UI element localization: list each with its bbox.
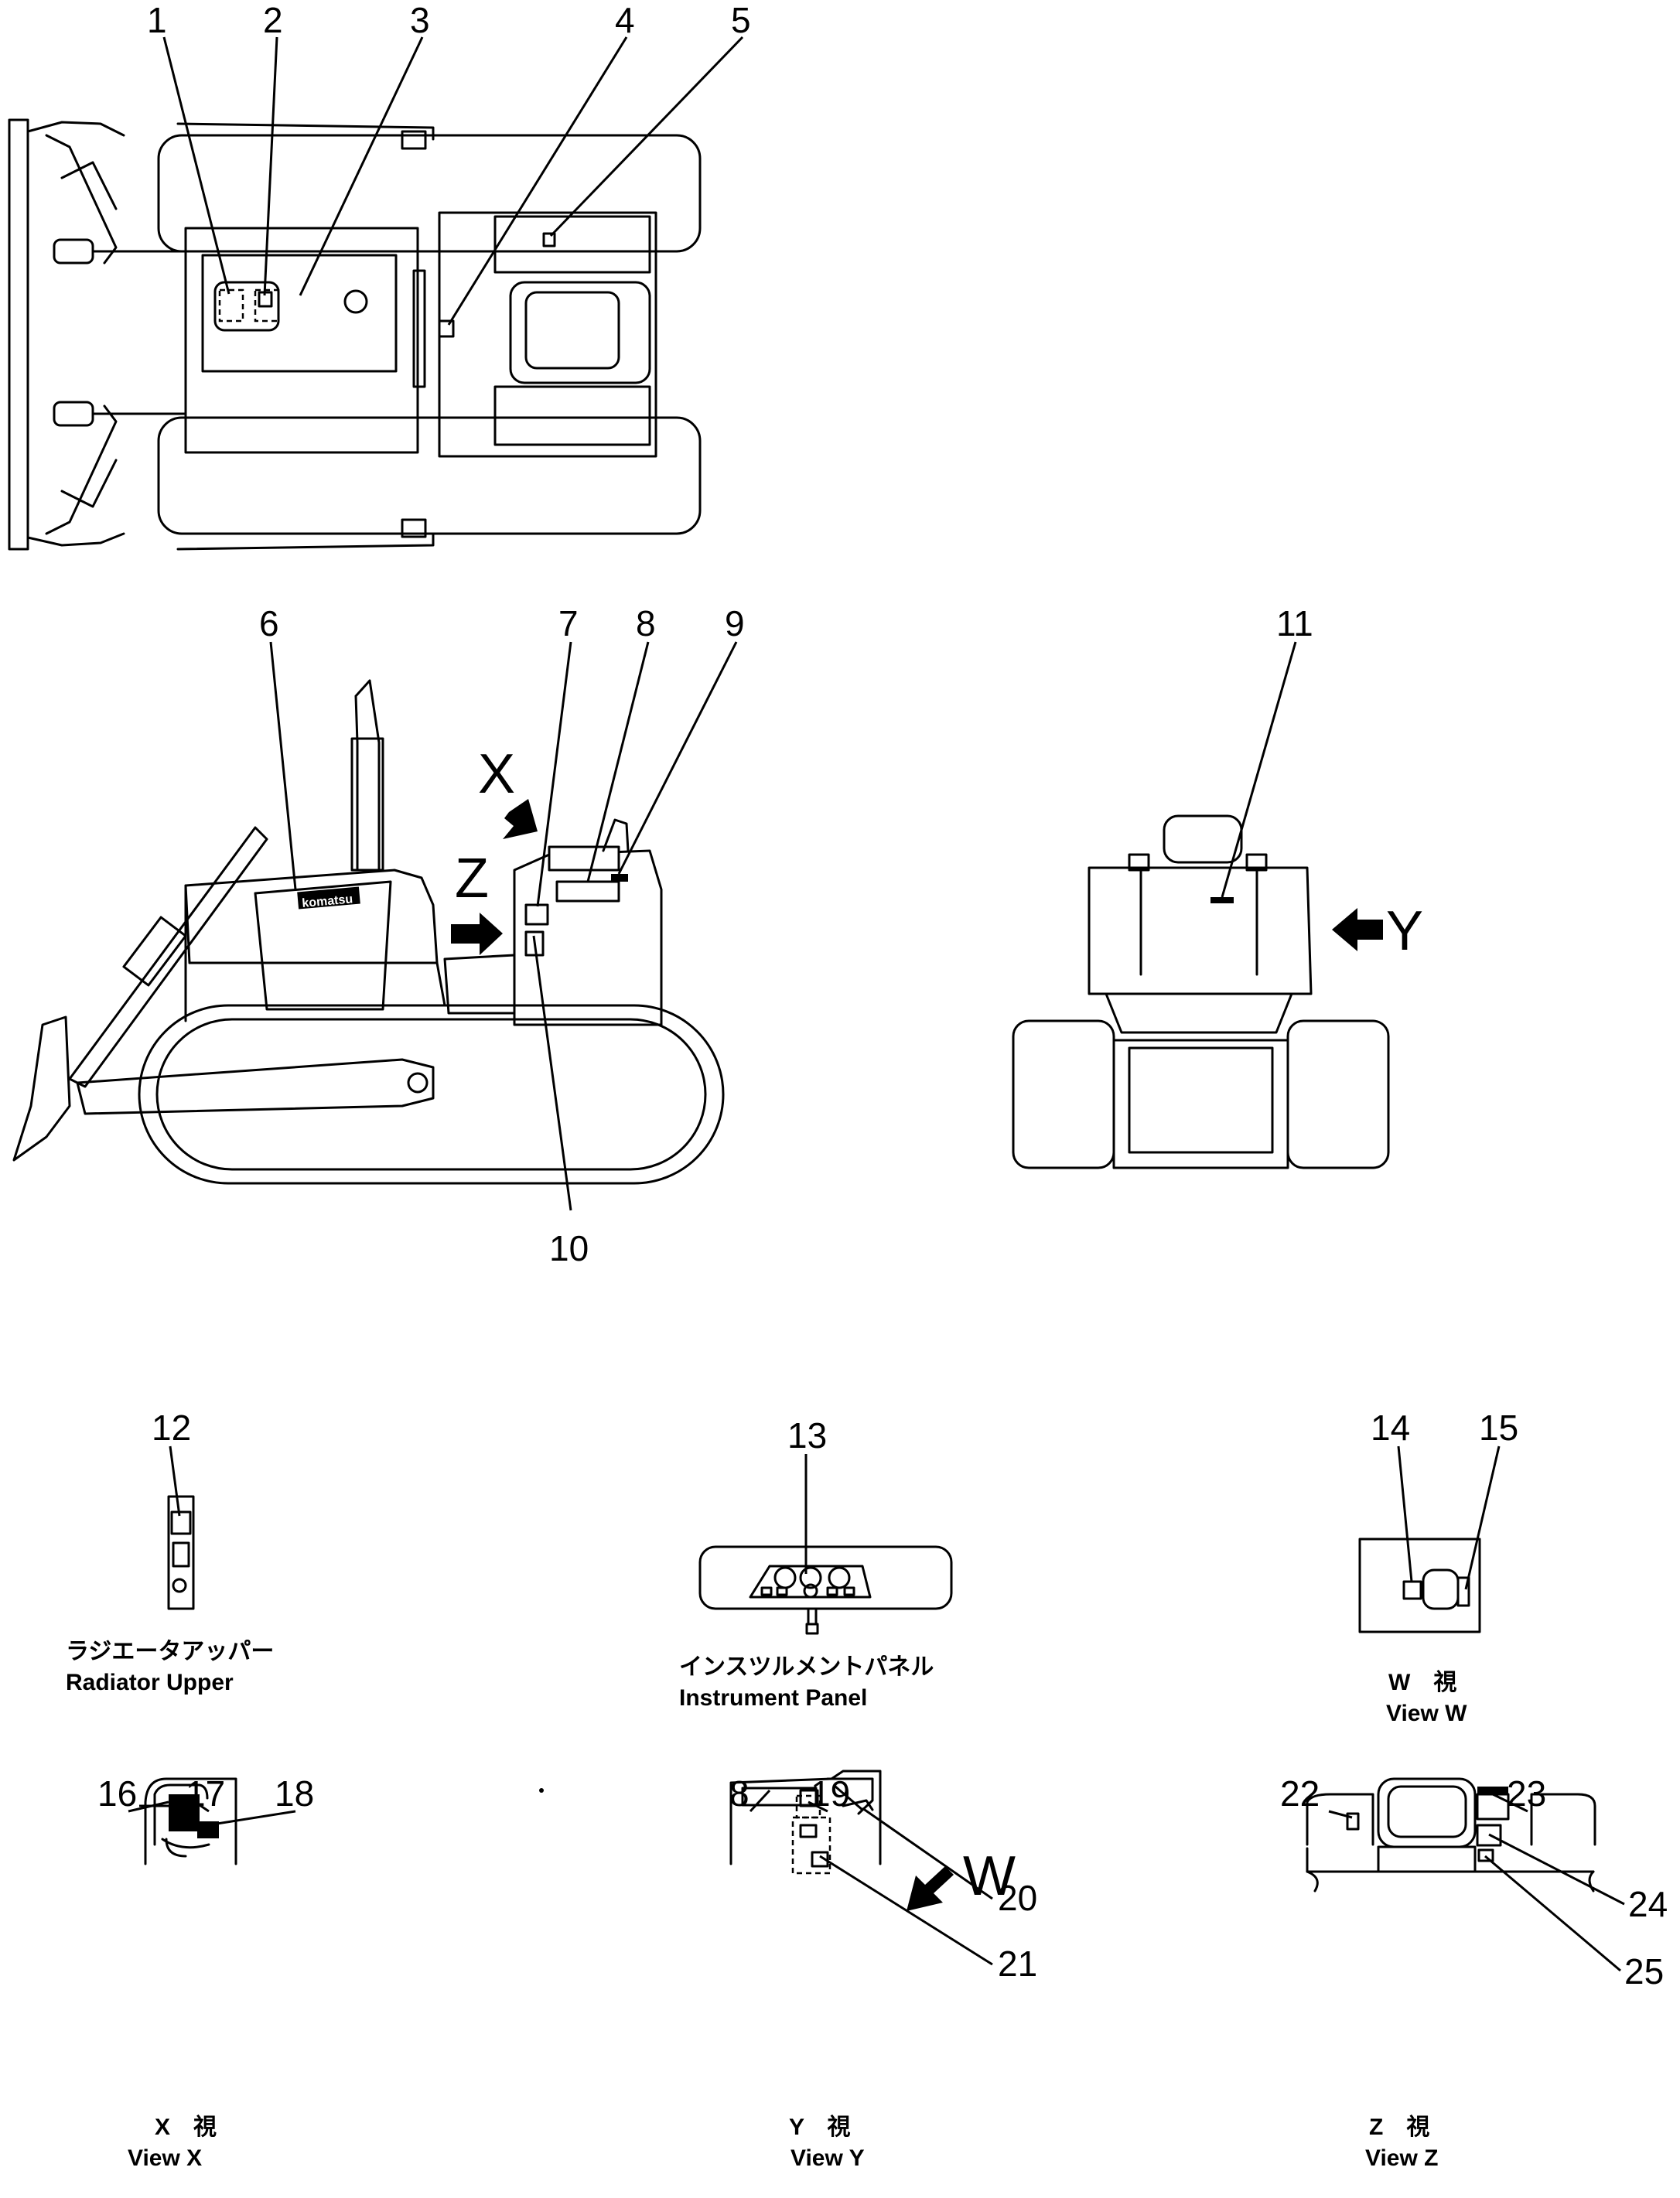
- leader-lines: [128, 36, 1625, 1972]
- callout-11: 11: [1276, 603, 1313, 643]
- callout-12: 12: [152, 1408, 191, 1448]
- callout-8b: 8: [729, 1773, 750, 1814]
- callout-10: 10: [549, 1228, 589, 1268]
- callout-2: 2: [263, 0, 283, 40]
- view-z-detail: [1306, 1777, 1596, 1893]
- arrow-z-icon: [451, 913, 503, 955]
- view-y-detail: [729, 1770, 882, 1875]
- callout-3: 3: [410, 0, 430, 40]
- caption-view-y-ja: Y 視: [789, 2114, 850, 2140]
- radiator-upper-detail: [167, 1495, 195, 1610]
- view-letter-y: Y: [1386, 900, 1423, 962]
- callout-17: 17: [186, 1773, 225, 1814]
- callout-5: 5: [731, 0, 751, 40]
- caption-view-w-ja: W 視: [1388, 1670, 1456, 1695]
- caption-instrument-panel-en: Instrument Panel: [679, 1685, 867, 1711]
- caption-view-w-en: View W: [1386, 1701, 1467, 1726]
- callout-20: 20: [998, 1878, 1037, 1918]
- caption-radiator-upper-ja: ラジエータアッパー: [66, 1639, 274, 1664]
- callout-9: 9: [725, 603, 745, 643]
- callout-16: 16: [97, 1773, 137, 1814]
- side-view-bulldozer: komatsu: [12, 679, 725, 1185]
- arrow-w-icon: [907, 1866, 954, 1911]
- callout-24: 24: [1628, 1884, 1668, 1924]
- scan-speck: [539, 1788, 544, 1793]
- view-letter-z: Z: [455, 848, 489, 910]
- callout-25: 25: [1624, 1951, 1664, 1992]
- callout-13: 13: [787, 1415, 827, 1456]
- arrow-x-icon: [503, 799, 538, 839]
- caption-instrument-panel-ja: インスツルメントパネル: [679, 1654, 934, 1680]
- caption-view-z-ja: Z 視: [1369, 2114, 1429, 2140]
- caption-view-x-en: View X: [128, 2145, 202, 2171]
- callout-23: 23: [1507, 1773, 1546, 1814]
- caption-view-z-en: View Z: [1365, 2145, 1438, 2171]
- svg-text:komatsu: komatsu: [302, 893, 353, 910]
- callout-7: 7: [558, 603, 579, 643]
- callout-8: 8: [636, 603, 656, 643]
- caption-view-y-en: View Y: [790, 2145, 865, 2171]
- view-w-detail: [1358, 1538, 1481, 1633]
- callout-18: 18: [275, 1773, 314, 1814]
- caption-radiator-upper-en: Radiator Upper: [66, 1670, 234, 1695]
- callout-1: 1: [147, 0, 167, 40]
- callout-14: 14: [1371, 1408, 1410, 1448]
- top-view-bulldozer: [8, 118, 702, 551]
- caption-view-x-ja: X 視: [155, 2114, 217, 2140]
- callout-21: 21: [998, 1944, 1037, 1984]
- arrow-y-icon: [1332, 908, 1383, 951]
- rear-view-bulldozer: [1012, 814, 1390, 1169]
- callout-15: 15: [1479, 1408, 1518, 1448]
- callout-22: 22: [1280, 1773, 1320, 1814]
- callout-19: 19: [811, 1773, 850, 1814]
- callout-6: 6: [259, 603, 279, 643]
- callout-4: 4: [615, 0, 635, 40]
- instrument-panel-detail: [698, 1545, 953, 1635]
- view-letter-x: X: [478, 743, 515, 805]
